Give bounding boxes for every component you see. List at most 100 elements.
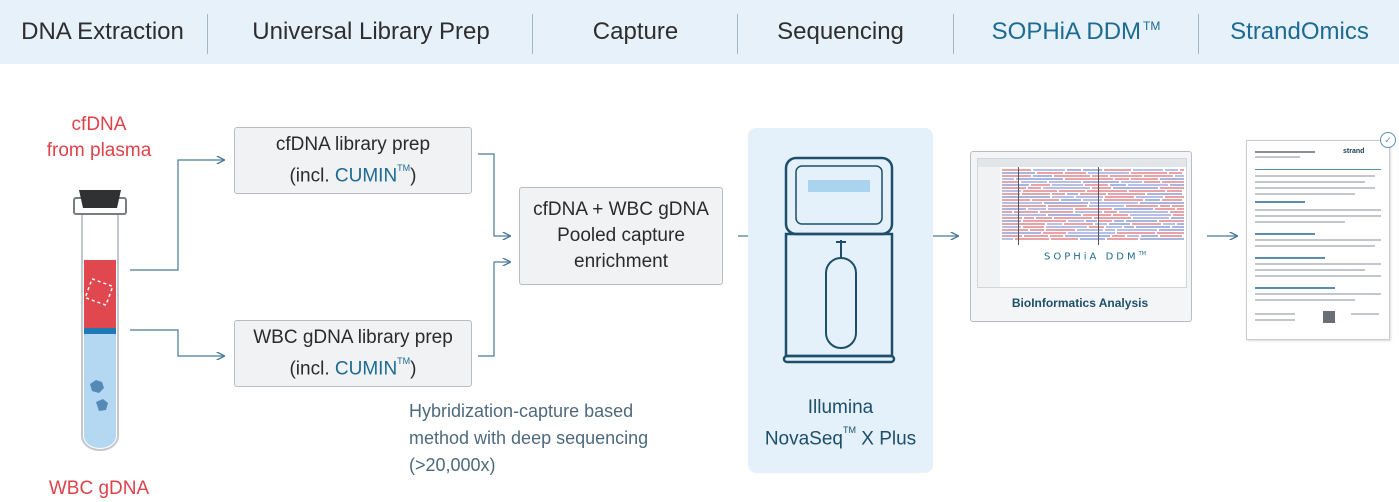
sequence-read [1083, 169, 1102, 171]
sequence-read [1113, 214, 1128, 216]
sequence-read [1126, 220, 1157, 222]
sequence-read [1051, 238, 1078, 240]
sequence-read [1002, 211, 1012, 213]
sequence-read [1099, 220, 1112, 222]
arrow-tube-to-wbc-prep [130, 329, 224, 356]
sequence-read [1086, 220, 1097, 222]
sequence-read [1177, 223, 1184, 225]
sequence-read [1002, 190, 1021, 192]
sequence-read [1129, 190, 1165, 192]
sequence-read [1107, 238, 1138, 240]
sequence-read [1160, 235, 1182, 237]
sequence-read [1131, 178, 1158, 180]
sequence-read [1016, 178, 1063, 180]
report-heading [1255, 233, 1315, 235]
step-divider [737, 14, 738, 54]
box-title: cfDNA library prep [275, 133, 431, 155]
sequence-read [1021, 181, 1047, 183]
sequence-read [1075, 208, 1112, 210]
sequence-read [1052, 184, 1083, 186]
sequence-read [1141, 235, 1158, 237]
label-line: from plasma [46, 140, 152, 161]
method-description: Hybridization-capture based method with … [409, 398, 648, 479]
method-line: method with deep sequencing [409, 428, 649, 448]
sequence-read [1177, 208, 1184, 210]
sequence-read [1114, 208, 1153, 210]
sequence-read [1067, 193, 1078, 195]
sequence-read [1002, 217, 1022, 219]
cumin-label: CUMIN [334, 165, 398, 187]
sequence-read [1065, 178, 1113, 180]
wbc-gdna-label: WBC gDNA [48, 478, 150, 499]
sequence-read [1160, 205, 1170, 207]
sequence-read [1002, 232, 1041, 234]
sequence-read [1165, 169, 1178, 171]
sequence-read [1076, 196, 1103, 198]
sequence-read [1160, 178, 1184, 180]
sequence-read [1002, 187, 1026, 189]
method-line: (>20,000x) [409, 455, 496, 475]
sequence-read [1002, 235, 1022, 237]
sequence-read [1171, 217, 1184, 219]
report-line [1255, 181, 1365, 183]
sequence-read [1162, 199, 1182, 201]
sequence-read [1104, 169, 1131, 171]
sequence-read [1043, 232, 1066, 234]
sequence-read [1112, 235, 1125, 237]
sequence-read [1002, 226, 1021, 228]
text: (incl. [289, 358, 335, 380]
report-line [1255, 269, 1365, 271]
sequence-read [1130, 214, 1171, 216]
report-line [1255, 293, 1381, 295]
sequence-read [1023, 190, 1057, 192]
box-title: WBC gDNA library prep [253, 326, 453, 348]
sequence-read [1136, 196, 1163, 198]
sequence-read [1173, 214, 1184, 216]
sequencer-label: Illumina NovaSeqTM X Plus [748, 394, 933, 452]
sequence-read [1106, 226, 1122, 228]
wbc-library-prep-box: WBC gDNA library prep (incl. CUMINTM) [234, 320, 472, 387]
sequence-read [1052, 193, 1065, 195]
strand-logo: strand [1343, 148, 1365, 155]
report-line [1255, 245, 1375, 247]
sequence-read [1105, 196, 1134, 198]
text: (incl. [289, 165, 335, 187]
sequence-read [1028, 187, 1041, 189]
sequence-read [1108, 193, 1145, 195]
check-icon: ✓ [1380, 132, 1396, 148]
box-subtitle: (incl. CUMINTM) [289, 351, 416, 382]
sequence-read [1170, 184, 1184, 186]
sequence-read [1105, 229, 1115, 231]
sequence-read [1014, 211, 1038, 213]
sequence-read [1109, 223, 1130, 225]
sequence-read [1155, 208, 1175, 210]
step-label: Capture [592, 18, 679, 45]
sequence-read [1136, 226, 1170, 228]
sequence-read [1050, 235, 1063, 237]
sequence-read [1002, 214, 1046, 216]
sequence-read [1172, 226, 1184, 228]
method-line: Hybridization-capture based [409, 401, 634, 421]
sequence-read [1128, 184, 1168, 186]
sequence-read [1047, 223, 1062, 225]
qr-code-icon [1323, 311, 1335, 323]
report-heading [1255, 257, 1325, 259]
trademark: TM [842, 425, 856, 435]
step-label: Universal Library Prep [252, 18, 490, 45]
sophia-logo-text: SOPHiA DDMTM [1044, 251, 1146, 262]
report-line [1255, 175, 1375, 177]
sequence-read [1124, 226, 1134, 228]
sequence-read [1065, 235, 1110, 237]
sequence-read [1175, 175, 1184, 177]
sequence-read [1002, 205, 1046, 207]
sequence-read [1046, 229, 1075, 231]
cfdna-library-prep-box: cfDNA library prep (incl. CUMINTM) [234, 127, 472, 194]
sequence-read [1110, 175, 1142, 177]
report-line [1255, 221, 1345, 223]
sequence-read [1033, 169, 1065, 171]
sequence-read [1067, 169, 1081, 171]
sequence-read [1043, 187, 1090, 189]
sequence-read [1002, 223, 1045, 225]
step-label: DNA Extraction [21, 18, 184, 45]
